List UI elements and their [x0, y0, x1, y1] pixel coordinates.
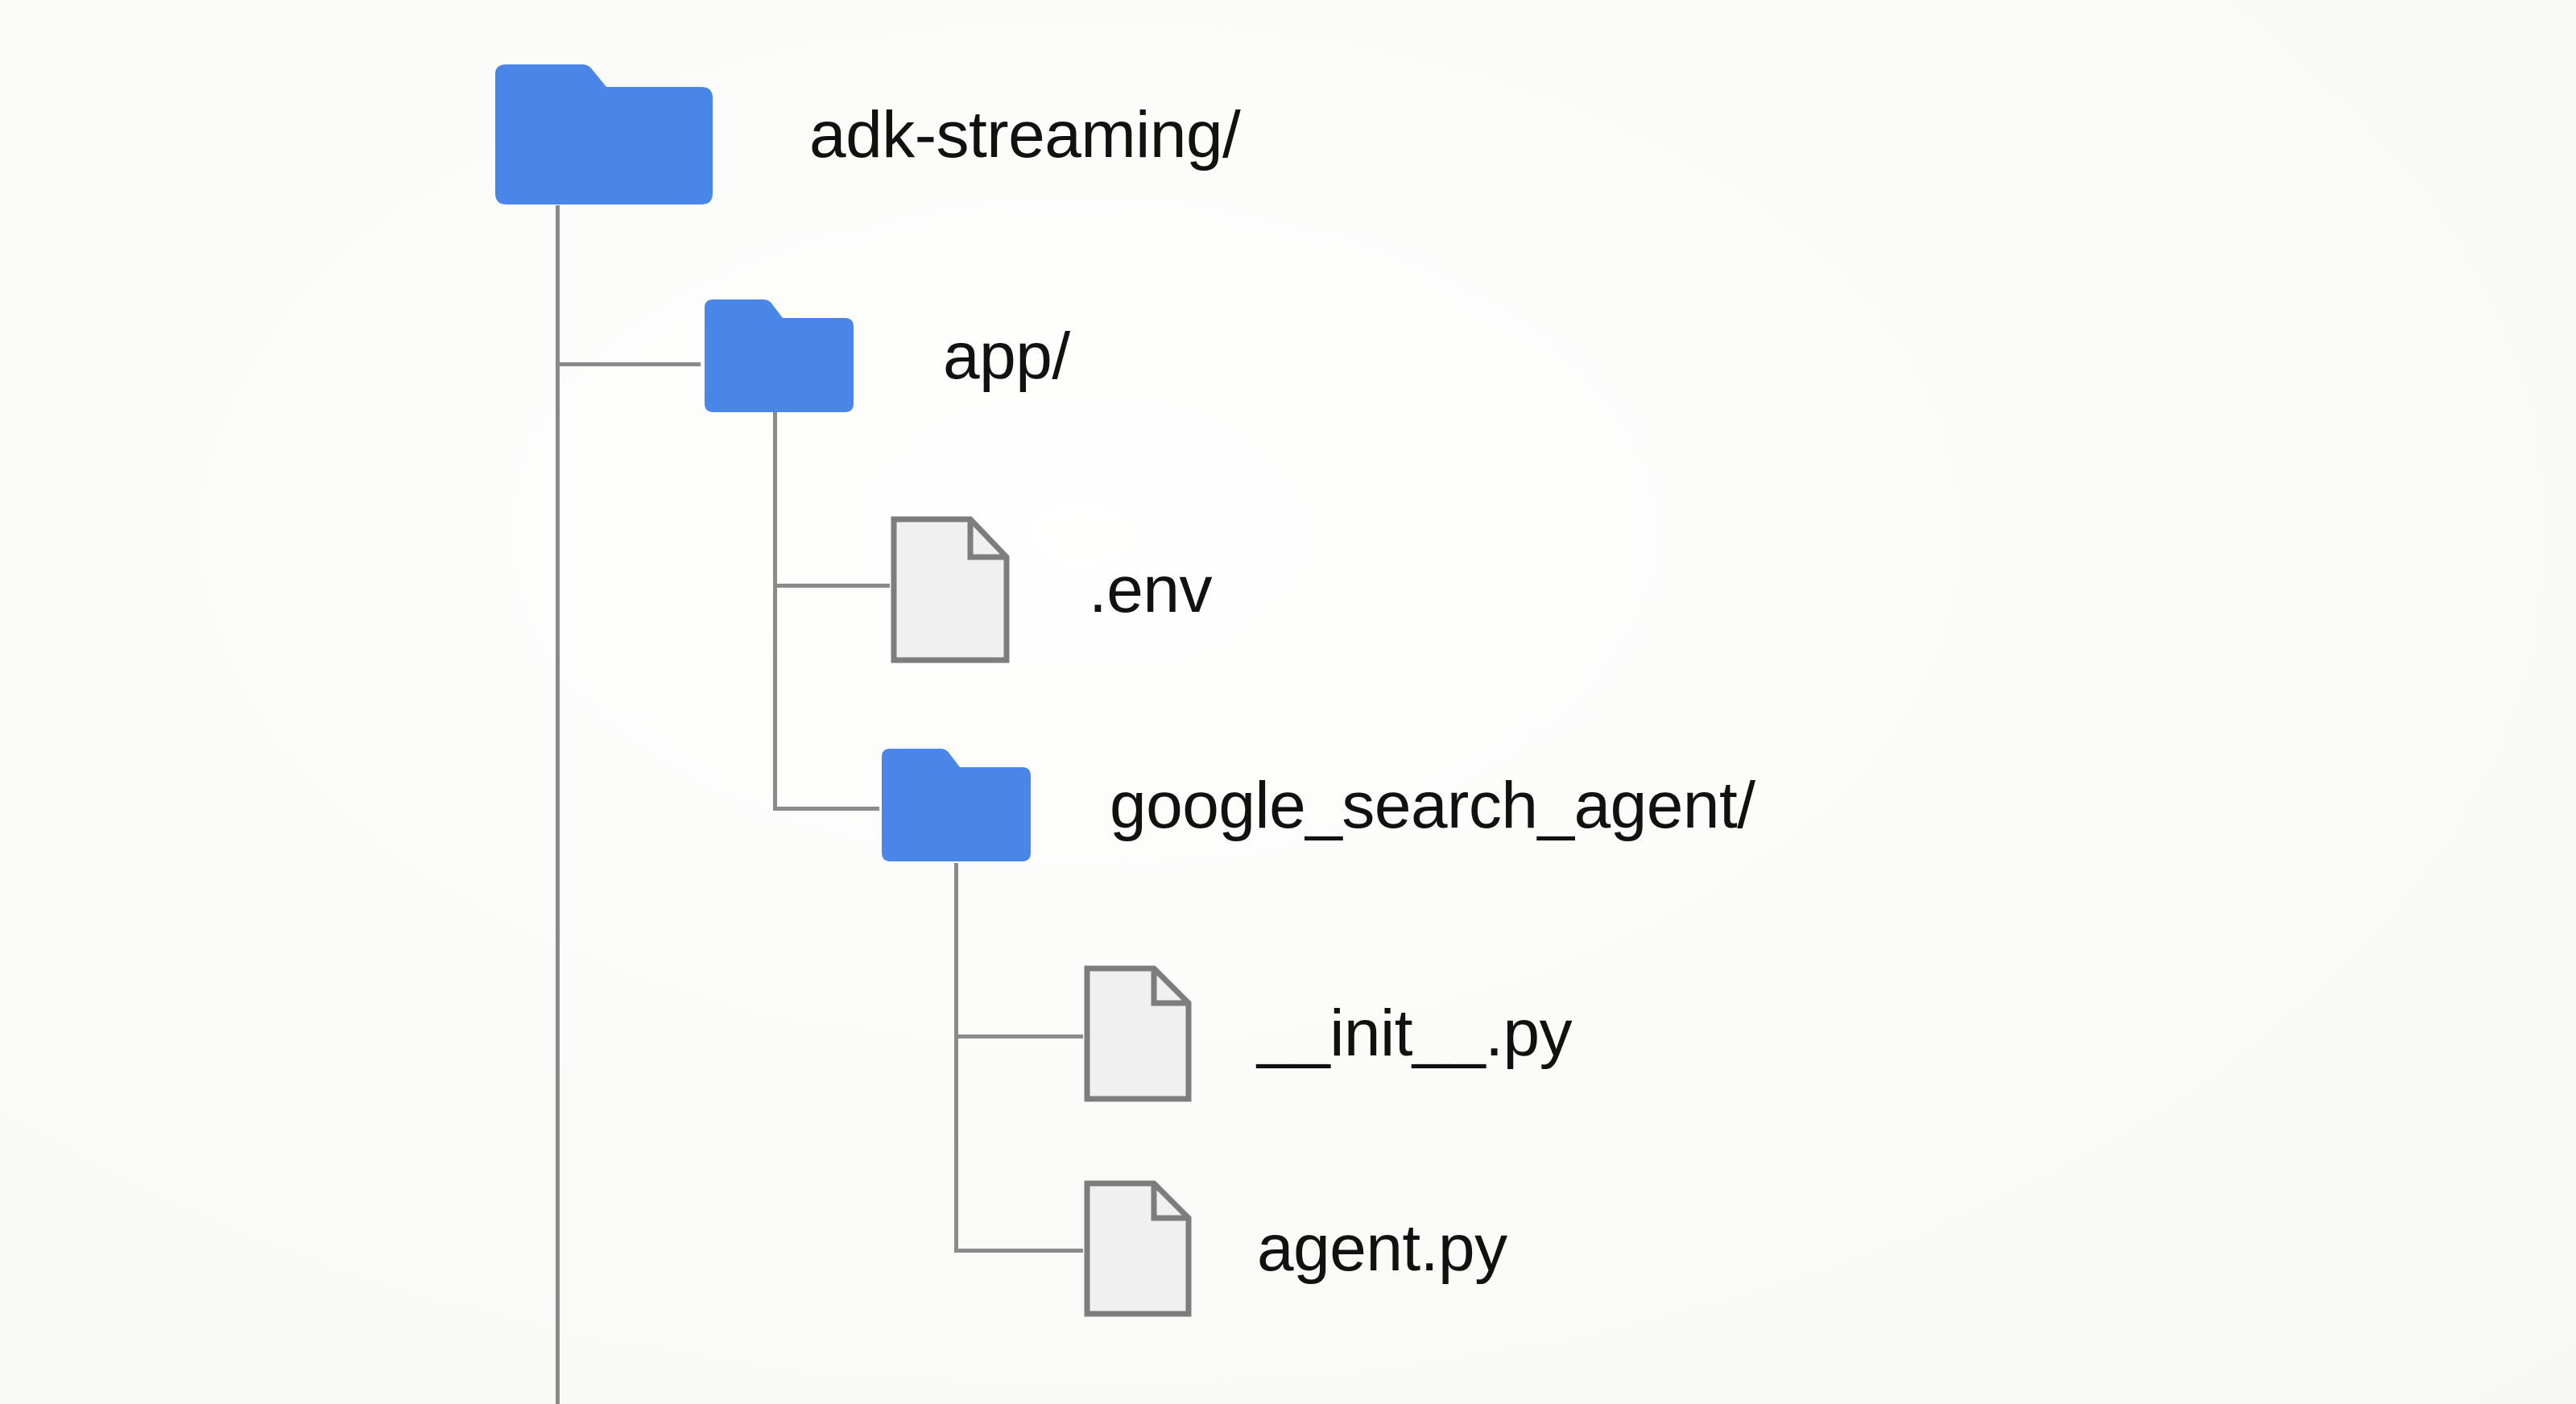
- connector-app-trunk: [773, 411, 777, 809]
- tree-node-label: app/: [943, 319, 1070, 393]
- connector-gsa-to-agent: [954, 1249, 1083, 1253]
- tree-node-app[interactable]: app/: [699, 298, 1070, 415]
- folder-icon: [876, 747, 1036, 864]
- tree-node-label: .env: [1089, 552, 1213, 626]
- connector-root-trunk: [556, 205, 560, 1404]
- file-icon: [1083, 964, 1194, 1103]
- folder-icon: [699, 298, 858, 415]
- tree-node-agent-py[interactable]: agent.py: [1083, 1179, 1507, 1318]
- file-icon: [1083, 1179, 1194, 1318]
- tree-node-env[interactable]: .env: [890, 515, 1213, 664]
- tree-node-adk-streaming[interactable]: adk-streaming/: [487, 63, 1241, 208]
- connector-gsa-trunk: [954, 863, 958, 1253]
- file-icon: [890, 515, 1015, 664]
- folder-icon: [487, 63, 721, 208]
- tree-node-label: google_search_agent/: [1110, 768, 1755, 842]
- tree-node-label: agent.py: [1257, 1212, 1507, 1285]
- connector-app-to-google-search-agent: [773, 807, 879, 811]
- tree-node-google-search-agent[interactable]: google_search_agent/: [876, 747, 1755, 864]
- tree-node-label: adk-streaming/: [809, 98, 1241, 171]
- connector-root-to-app: [556, 362, 701, 366]
- tree-node-init-py[interactable]: __init__.py: [1083, 964, 1573, 1103]
- tree-node-label: __init__.py: [1257, 997, 1573, 1070]
- connector-gsa-to-init: [954, 1034, 1083, 1039]
- connector-app-to-env: [773, 584, 890, 588]
